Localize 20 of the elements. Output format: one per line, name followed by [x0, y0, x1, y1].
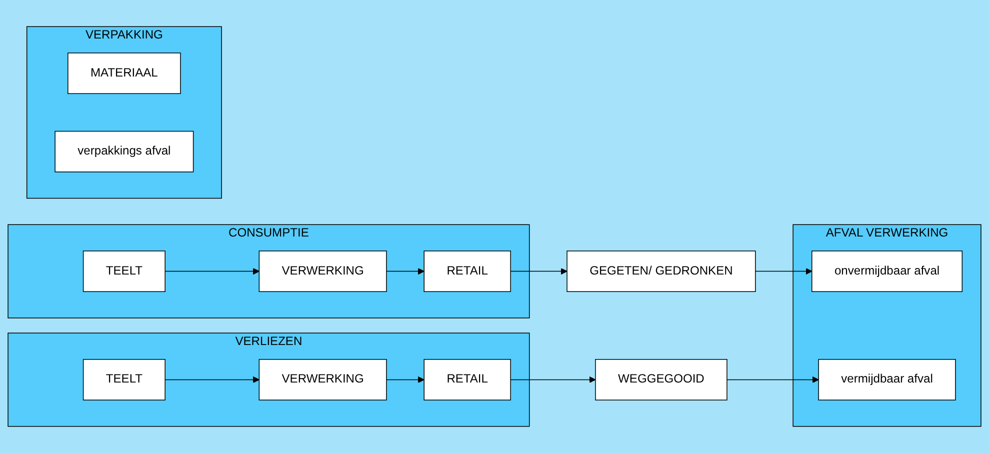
node-box: WEGGEGOOID	[595, 359, 728, 400]
arrow	[164, 268, 260, 275]
node-box: RETAIL	[424, 359, 511, 400]
node-box: GEGETEN/ GEDRONKEN	[566, 250, 756, 292]
arrow	[726, 376, 819, 384]
arrow	[164, 376, 260, 384]
node-box: verpakkings afval	[54, 130, 194, 172]
arrow	[755, 268, 812, 275]
arrow	[386, 376, 424, 384]
arrow	[510, 376, 596, 384]
node-box: VERWERKING	[258, 359, 387, 400]
node-box: TEELT	[82, 359, 166, 400]
node-box: vermijdbaar afval	[818, 359, 956, 400]
arrow	[510, 268, 568, 275]
node-box: onvermijdbaar afval	[812, 250, 963, 292]
node-box: RETAIL	[424, 250, 511, 292]
node-box: TEELT	[82, 250, 166, 292]
node-box: VERWERKING	[258, 250, 387, 292]
arrow	[386, 268, 424, 275]
node-box: MATERIAAL	[68, 52, 181, 94]
